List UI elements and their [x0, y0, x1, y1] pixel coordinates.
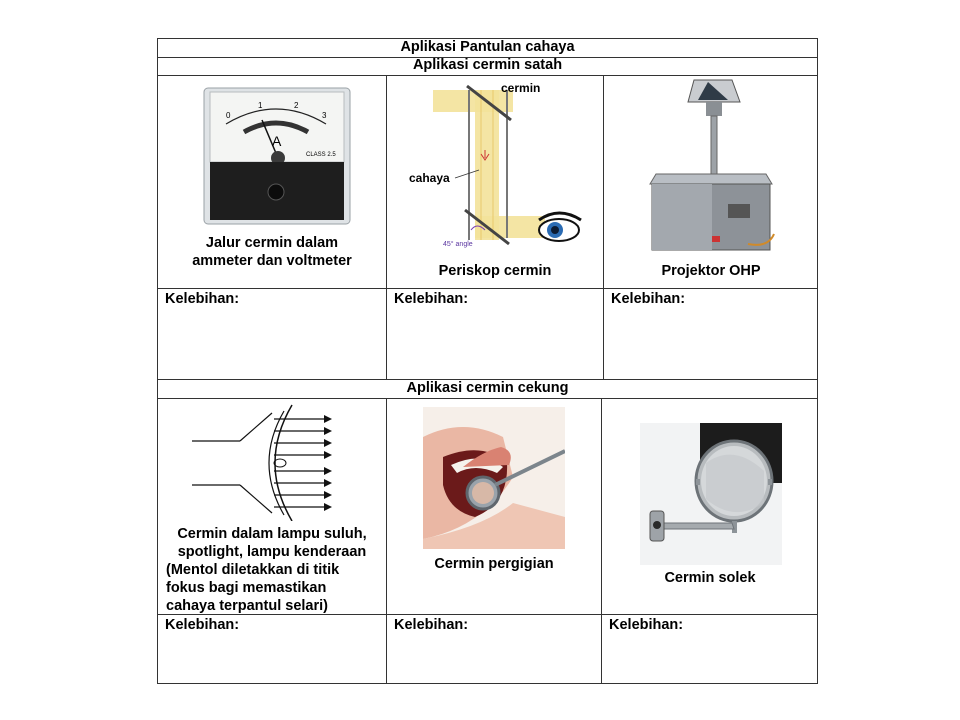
caption-projector: Projektor OHP: [661, 263, 761, 279]
caption-line: spotlight, lampu kenderaan: [177, 544, 367, 560]
section-heading-concave-mirror: Aplikasi cermin cekung: [158, 380, 817, 399]
caption-line: ammeter dan voltmeter: [192, 253, 352, 269]
makeup-mirror-photo: [640, 423, 782, 565]
meter-tick-label: 3: [322, 111, 327, 120]
divider: [386, 76, 387, 379]
advantage-label: Kelebihan:: [165, 291, 240, 307]
divider: [386, 399, 387, 684]
light-label: cahaya: [409, 171, 450, 185]
periscope-diagram: cermin cahaya 45° angle: [409, 81, 582, 248]
caption-line: Jalur cermin dalam: [205, 235, 339, 251]
meter-class-label: CLASS 2.5: [306, 152, 336, 158]
cell-ammeter: 0 1 2 3 A CLASS 2.5 Jalur cermin dalam a…: [158, 76, 386, 288]
divider: [158, 288, 817, 289]
advantage-label: Kelebihan:: [609, 617, 684, 633]
overhead-projector-icon: [649, 79, 775, 251]
table: Aplikasi Pantulan cahaya Aplikasi cermin…: [157, 38, 818, 684]
advantage-label: Kelebihan:: [611, 291, 686, 307]
ammeter-icon: 0 1 2 3 A CLASS 2.5: [203, 87, 351, 225]
caption-dental-mirror: Cermin pergigian: [434, 556, 554, 572]
advantage-label: Kelebihan:: [165, 617, 240, 633]
caption-makeup-mirror: Cermin solek: [664, 570, 756, 586]
cell-flashlight: Cermin dalam lampu suluh, spotlight, lam…: [158, 399, 386, 614]
advantage-label: Kelebihan:: [394, 291, 469, 307]
meter-tick-label: 0: [226, 111, 231, 120]
angle-label: 45° angle: [443, 240, 473, 248]
meter-unit-label: A: [272, 133, 282, 149]
cell-makeup-mirror: Cermin solek: [602, 399, 818, 614]
caption-note-line: fokus bagi memastikan: [166, 580, 327, 596]
meter-tick-label: 2: [294, 101, 299, 110]
dental-mirror-photo: [423, 407, 565, 549]
caption-line: Cermin dalam lampu suluh,: [177, 526, 367, 542]
section-heading-plane-mirror: Aplikasi cermin satah: [158, 57, 817, 76]
meter-tick-label: 1: [258, 101, 263, 110]
cell-dental-mirror: Cermin pergigian: [387, 399, 601, 614]
caption-note-line: cahaya terpantul selari): [166, 598, 328, 614]
divider: [603, 76, 604, 379]
divider: [158, 614, 817, 615]
divider: [601, 399, 602, 684]
caption-note-line: (Mentol diletakkan di titik: [166, 562, 340, 578]
cell-projector: Projektor OHP: [604, 76, 818, 288]
caption-periscope: Periskop cermin: [438, 263, 552, 279]
cell-periscope: cermin cahaya 45° angle Periskop cermin: [387, 76, 603, 288]
table-title: Aplikasi Pantulan cahaya: [158, 39, 817, 58]
advantage-label: Kelebihan:: [394, 617, 469, 633]
mirror-label: cermin: [501, 81, 540, 95]
divider: [158, 379, 817, 380]
flashlight-reflector-diagram: [192, 404, 332, 521]
